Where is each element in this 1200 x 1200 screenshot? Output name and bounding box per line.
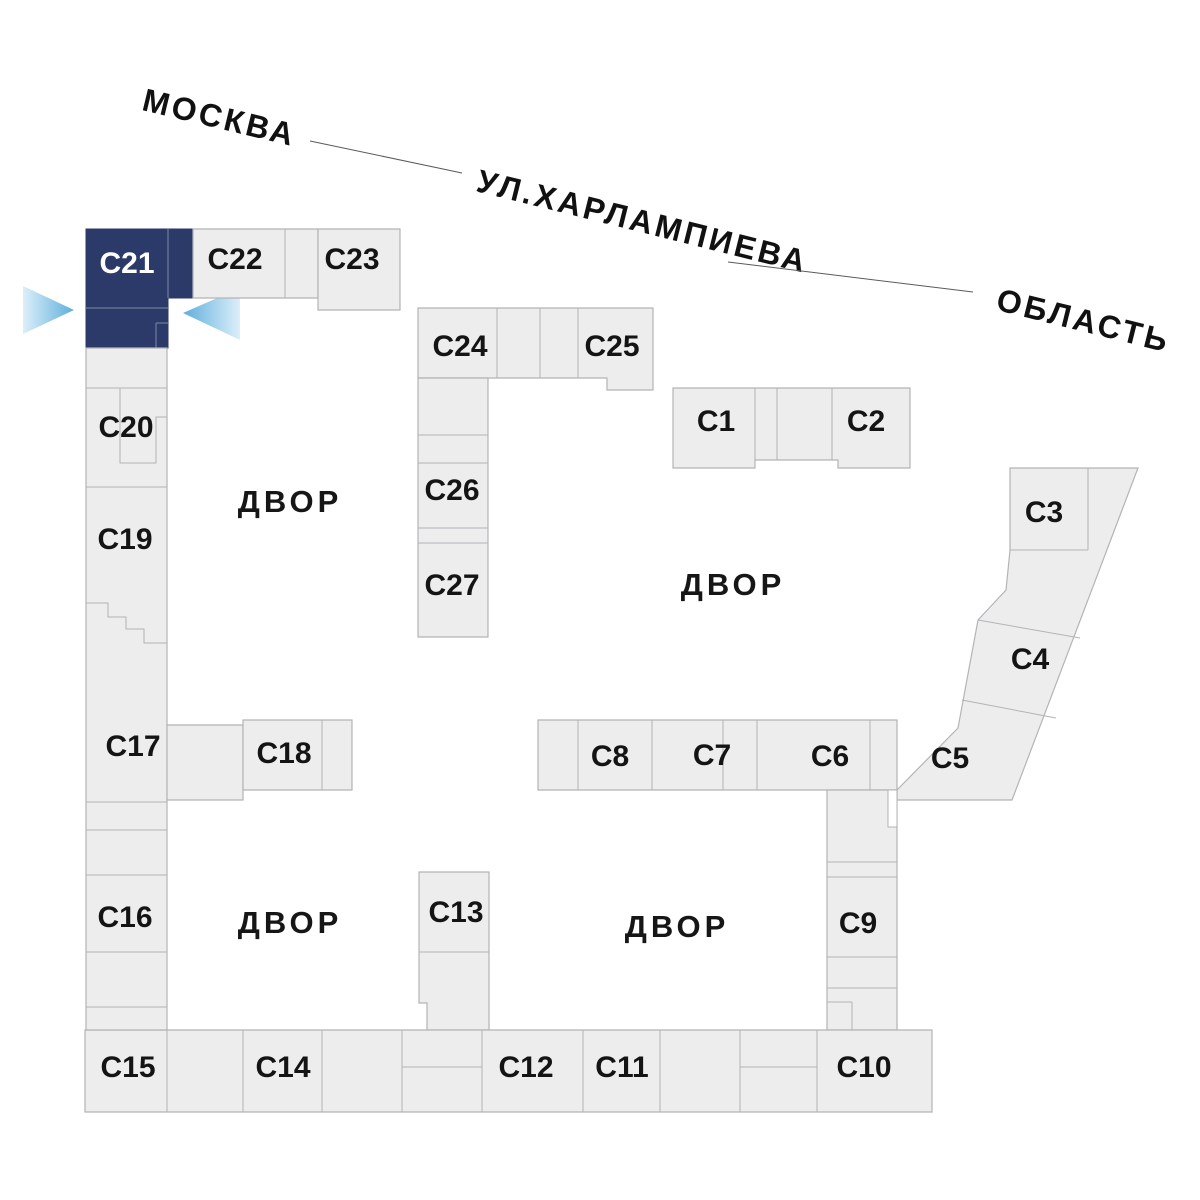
building-c18[interactable]: С18 <box>242 719 353 791</box>
building-c9-dividers <box>827 861 897 1030</box>
courtyard-label-3: ДВОР <box>238 905 343 940</box>
building-label-c11: С11 <box>595 1051 648 1084</box>
building-label-c21: С21 <box>99 247 154 280</box>
building-label-c18: С18 <box>256 737 311 770</box>
building-label-c2: С2 <box>847 405 885 438</box>
building-label-c3: С3 <box>1025 496 1063 529</box>
building-label-c12: С12 <box>498 1051 553 1084</box>
building-c9[interactable]: С9 <box>826 789 898 1031</box>
building-c9-notch <box>887 789 898 828</box>
building-c26-c27[interactable]: С26 С27 <box>417 377 489 638</box>
building-c23-outline <box>317 228 401 311</box>
building-c8-c7-c6-dividers <box>577 720 871 790</box>
building-c8-c7-c6[interactable]: С8 С7 С6 <box>537 719 898 791</box>
building-c17-annex-outline <box>166 724 244 801</box>
building-label-c10: С10 <box>836 1051 891 1084</box>
building-label-c20: С20 <box>98 411 153 444</box>
building-label-c9: С9 <box>839 907 877 940</box>
left-column-dividers <box>86 387 167 1008</box>
building-label-c1: С1 <box>697 405 735 438</box>
building-label-c17: С17 <box>105 730 160 763</box>
building-label-c26: С26 <box>424 474 479 507</box>
building-label-c23: С23 <box>324 243 379 276</box>
building-label-c27: С27 <box>424 569 479 602</box>
building-c13[interactable]: С13 <box>418 871 490 1031</box>
building-c21[interactable]: С21 <box>85 228 194 349</box>
street-name-label: УЛ.ХАРЛАМПИЕВА <box>473 163 812 280</box>
building-c3-c4-c5[interactable]: С3 С4 С5 <box>896 467 1139 801</box>
building-label-c24: С24 <box>432 330 487 363</box>
left-column-outline <box>85 347 168 1031</box>
street-city-label: МОСКВА <box>139 81 300 153</box>
building-c17-annex[interactable] <box>166 724 244 801</box>
building-label-c4: С4 <box>1011 643 1050 676</box>
street-line-east <box>727 261 974 293</box>
building-c23[interactable]: С23 <box>317 228 401 311</box>
street-annotation: МОСКВА УЛ.ХАРЛАМПИЕВА ОБЛАСТЬ <box>139 81 1174 359</box>
selection-arrow-right-icon <box>23 286 74 334</box>
building-c20-c19-c17-c16[interactable]: С20 С19 С17 С16 <box>85 347 168 1031</box>
bottom-row-dividers <box>166 1030 818 1112</box>
building-label-c14: С14 <box>255 1051 310 1084</box>
selection-arrow-left-icon <box>183 288 240 340</box>
street-line-west <box>309 140 463 174</box>
building-c3-c4-c5-outline <box>896 467 1139 801</box>
building-c3-c4-c5-dividers <box>961 468 1089 719</box>
building-label-c19: С19 <box>97 523 152 556</box>
building-c1-c2-outline <box>672 387 911 469</box>
building-c21-dividers <box>86 229 169 348</box>
courtyard-label-1: ДВОР <box>238 484 343 519</box>
building-c1-c2[interactable]: С1 С2 <box>672 387 911 469</box>
building-label-c22: С22 <box>207 243 262 276</box>
building-label-c16: С16 <box>97 901 152 934</box>
building-c18-outline <box>242 719 353 791</box>
building-c15-c14-c12-c11-c10[interactable]: С15 С14 С12 С11 С10 <box>84 1029 933 1113</box>
courtyard-label-2: ДВОР <box>681 567 786 602</box>
courtyard-label-4: ДВОР <box>625 909 730 944</box>
building-label-c8: С8 <box>591 740 629 773</box>
street-region-label: ОБЛАСТЬ <box>993 281 1174 359</box>
building-label-c7: С7 <box>693 739 731 772</box>
building-c1-c2-dividers <box>754 388 833 460</box>
building-label-c5: С5 <box>931 742 969 775</box>
building-c22[interactable]: С22 <box>192 228 319 299</box>
building-label-c13: С13 <box>428 896 483 929</box>
bottom-row-outline <box>84 1029 933 1113</box>
building-c26-c27-outline <box>417 377 489 638</box>
building-label-c25: С25 <box>584 330 639 363</box>
building-c24-c25-dividers <box>496 308 579 378</box>
building-c26-c27-dividers <box>418 434 488 544</box>
building-label-c15: С15 <box>100 1051 155 1084</box>
building-label-c6: С6 <box>811 740 849 773</box>
